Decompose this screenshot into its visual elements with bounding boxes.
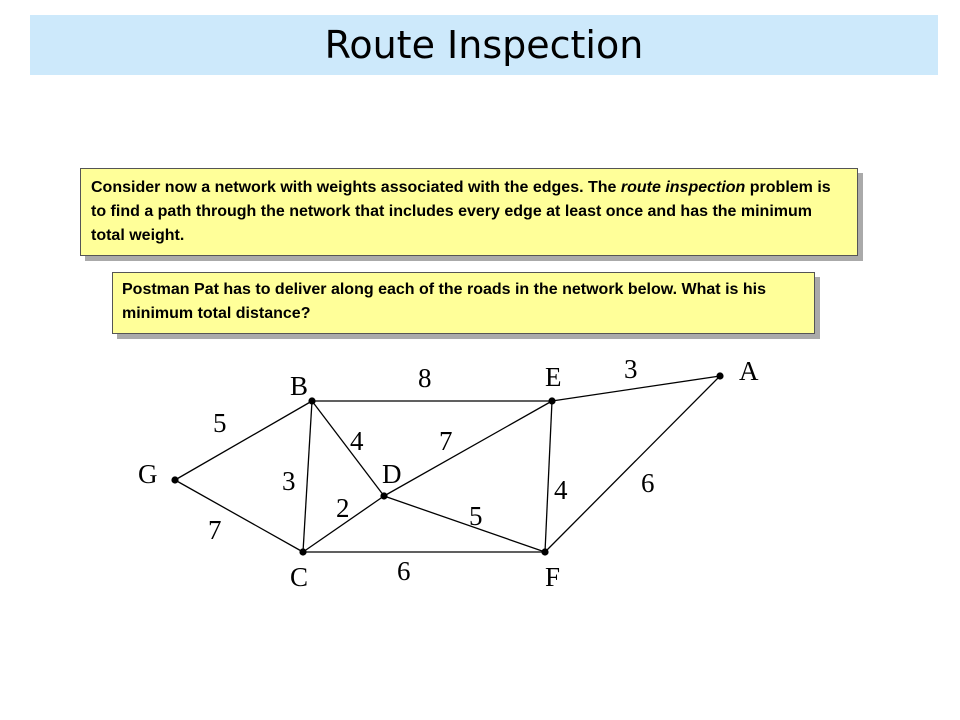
intro-callout: Consider now a network with weights asso…: [80, 168, 858, 256]
edge-weight-d-f: 5: [469, 501, 483, 531]
node-label-d: D: [382, 459, 402, 489]
intro-text-start: Consider now a network with weights asso…: [91, 179, 621, 196]
edges-layer: 5 7 3 4 2 8 7 5 6 4 3 6: [174, 354, 721, 586]
question-callout: Postman Pat has to deliver along each of…: [112, 272, 815, 334]
node-f: [541, 548, 549, 556]
edge-g-b: [174, 400, 313, 481]
edge-weight-c-d: 2: [336, 493, 350, 523]
node-a: [716, 372, 724, 380]
node-e: [548, 397, 556, 405]
edge-d-f: [383, 495, 546, 553]
edge-weight-d-e: 7: [439, 426, 453, 456]
node-label-g: G: [138, 459, 158, 489]
node-b: [308, 397, 316, 405]
edge-b-c: [302, 400, 313, 553]
edge-weight-c-f: 6: [397, 556, 411, 586]
edge-weight-e-a: 3: [624, 354, 638, 384]
edge-weight-a-f: 6: [641, 468, 655, 498]
node-label-b: B: [290, 371, 308, 401]
edge-weight-g-c: 7: [208, 515, 222, 545]
edge-e-f: [544, 400, 553, 553]
edge-weight-b-c: 3: [282, 466, 296, 496]
node-label-a: A: [739, 356, 759, 386]
edge-e-a: [551, 375, 721, 402]
page-title: Route Inspection: [324, 23, 644, 67]
nodes-layer: G B C D E F A: [138, 356, 759, 592]
node-label-c: C: [290, 562, 308, 592]
edge-a-f: [544, 375, 721, 553]
title-bar: Route Inspection: [30, 15, 938, 75]
node-c: [299, 548, 307, 556]
edge-weight-g-b: 5: [213, 408, 227, 438]
intro-text-end: problem is to find a path through the ne…: [91, 179, 831, 244]
edge-d-e: [383, 400, 553, 497]
node-d: [380, 492, 388, 500]
intro-emphasis: route inspection: [620, 179, 746, 196]
node-label-e: E: [545, 362, 562, 392]
edge-g-c: [174, 479, 304, 553]
edge-c-d: [302, 495, 385, 553]
edge-weight-b-d: 4: [350, 426, 364, 456]
question-text: Postman Pat has to deliver along each of…: [122, 281, 766, 322]
node-g: [171, 476, 179, 484]
edge-b-d: [311, 400, 385, 497]
edge-weight-e-f: 4: [554, 475, 568, 505]
edge-weight-b-e: 8: [418, 363, 432, 393]
node-label-f: F: [545, 562, 560, 592]
